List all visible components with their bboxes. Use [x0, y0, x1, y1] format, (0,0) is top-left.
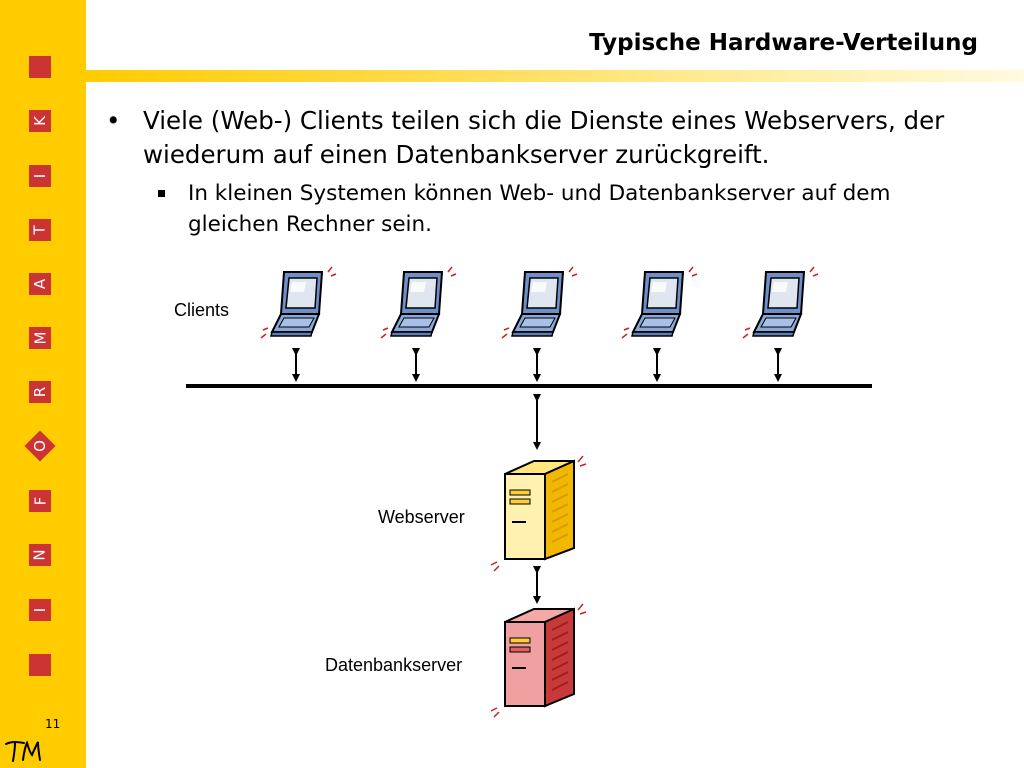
- sidebar-letter: M: [29, 327, 51, 349]
- sidebar-letter: N: [29, 544, 51, 566]
- dbserver-label: Datenbankserver: [325, 655, 463, 675]
- bullet-main-text: Viele (Web-) Clients teilen sich die Die…: [143, 106, 945, 169]
- sidebar-letter: I: [29, 599, 51, 621]
- client-laptop-1: [260, 266, 337, 339]
- sidebar-letter: F: [29, 490, 51, 512]
- title-underline-bar: [86, 70, 1024, 82]
- page-number: 11: [45, 717, 61, 731]
- client-laptop-2: [380, 266, 457, 339]
- sidebar-letter: I: [29, 165, 51, 187]
- sidebar-letter: K: [29, 110, 51, 132]
- client-laptop-3: [501, 266, 578, 339]
- bullet-dot: •: [106, 106, 121, 135]
- sidebar-square-bottom: [29, 654, 51, 676]
- dbserver-tower: [490, 603, 587, 718]
- webserver-label: Webserver: [378, 507, 465, 527]
- sidebar-letter: A: [29, 273, 51, 295]
- sidebar-square-top: [29, 56, 51, 78]
- sidebar-letter: R: [29, 381, 51, 403]
- slide-title: Typische Hardware-Verteilung: [589, 30, 978, 56]
- bullet-sub: In kleinen Systemen können Web- und Date…: [158, 178, 958, 240]
- bullet-square: [158, 190, 165, 197]
- bullet-main: • Viele (Web-) Clients teilen sich die D…: [106, 104, 986, 172]
- sidebar: K I T A M R O F N I 11: [0, 0, 86, 768]
- client-laptop-5: [742, 266, 819, 339]
- tm-logo: [5, 740, 41, 762]
- sidebar-letter: T: [29, 219, 51, 241]
- webserver-tower: [490, 455, 587, 572]
- bullet-sub-text: In kleinen Systemen können Web- und Date…: [188, 181, 891, 237]
- clients-label: Clients: [174, 300, 230, 320]
- client-laptop-4: [621, 266, 698, 339]
